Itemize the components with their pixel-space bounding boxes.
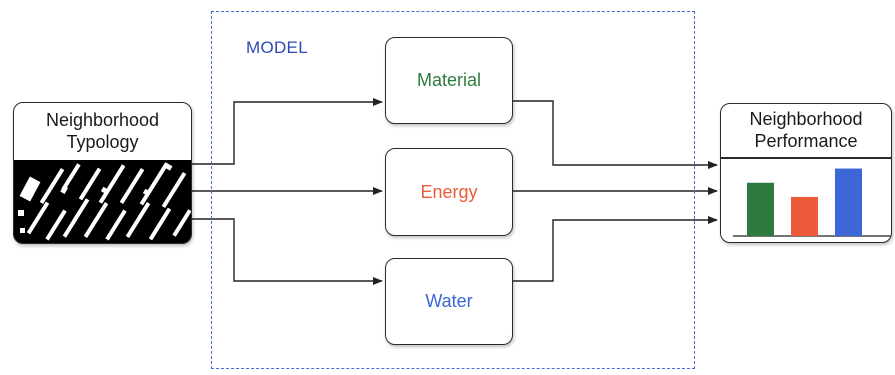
energy-box: Energy xyxy=(385,148,513,236)
material-box: Material xyxy=(385,37,513,124)
material-label: Material xyxy=(416,70,482,90)
arrow-input-to-water xyxy=(192,218,383,285)
water-label: Water xyxy=(425,291,473,311)
input-title-line1: Neighborhood xyxy=(45,110,160,130)
input-title-line2: Typology xyxy=(66,132,139,152)
bar-energy xyxy=(791,196,818,236)
output-title-line1: Neighborhood xyxy=(749,109,863,129)
arrow-material-to-output xyxy=(513,100,718,169)
performance-bar-chart xyxy=(733,168,891,237)
output-title: Neighborhood Performance xyxy=(721,108,891,152)
bar-water xyxy=(835,168,862,236)
model-label: MODEL xyxy=(246,38,308,57)
output-divider xyxy=(721,157,891,159)
input-title: Neighborhood Typology xyxy=(14,109,191,153)
output-title-line2: Performance xyxy=(754,131,858,151)
arrow-water-to-output xyxy=(513,216,718,282)
map-pattern xyxy=(14,160,191,243)
water-box: Water xyxy=(385,258,513,345)
model-boundary xyxy=(211,11,695,369)
typology-map-image xyxy=(14,160,191,243)
neighborhood-typology-box: Neighborhood Typology xyxy=(13,102,192,244)
neighborhood-performance-box: Neighborhood Performance xyxy=(720,103,892,243)
bar-material xyxy=(747,182,774,236)
arrow-input-to-material xyxy=(192,98,383,165)
energy-label: Energy xyxy=(420,181,478,202)
